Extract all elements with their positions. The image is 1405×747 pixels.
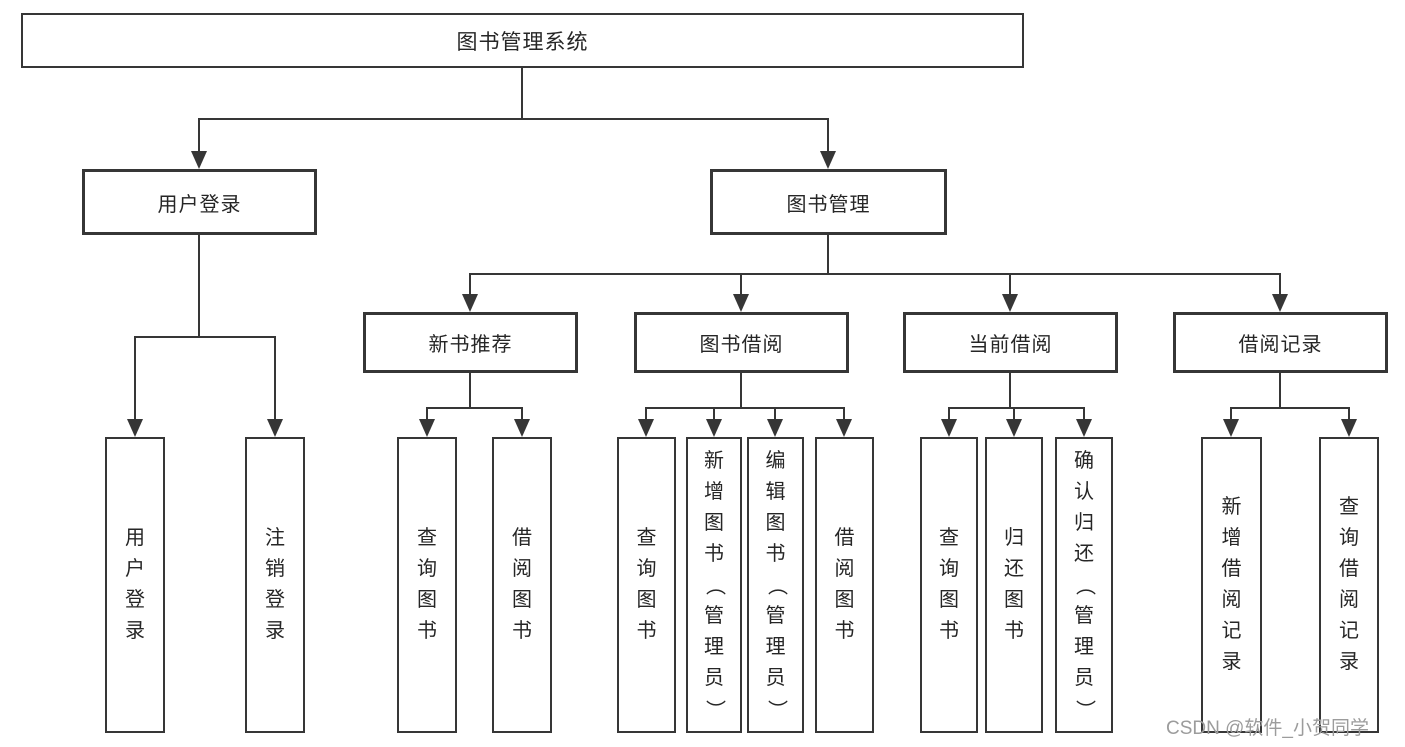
connector-g3-drop2	[1013, 407, 1015, 419]
leaf-borrow-books: 借阅图书	[815, 437, 874, 733]
node-book-borrowing: 图书借阅	[634, 312, 849, 373]
node-new-book-recommend: 新书推荐	[363, 312, 578, 373]
leaf-query-books-borrowing: 查询图书	[617, 437, 676, 733]
connector-g3-stem	[1009, 373, 1011, 407]
arrow-down-icon	[836, 419, 852, 437]
leaf-label: 查询借阅记录	[1339, 496, 1359, 673]
node-label: 用户登录	[157, 193, 242, 216]
leaf-query-books-current: 查询图书	[920, 437, 978, 733]
connector-g1-drop2	[521, 407, 523, 419]
connector-user-login-stem	[198, 235, 200, 336]
arrow-down-icon	[1002, 294, 1018, 312]
leaf-confirm-return-admin: 确认归还（管理员）	[1055, 437, 1113, 733]
leaf-edit-book-admin: 编辑图书（管理员）	[747, 437, 804, 733]
leaf-label: 查询图书	[636, 527, 657, 642]
connector-drop-borrow-records	[1279, 273, 1281, 294]
node-label: 图书管理	[786, 193, 871, 216]
node-label: 借阅记录	[1238, 334, 1323, 356]
arrow-down-icon	[462, 294, 478, 312]
connector-g2-drop4	[843, 407, 845, 419]
node-current-borrowing: 当前借阅	[903, 312, 1118, 373]
connector-g3-drop3	[1083, 407, 1085, 419]
leaf-label: 查询图书	[417, 527, 437, 642]
connector-g1-stem	[469, 373, 471, 407]
arrow-down-icon	[706, 419, 722, 437]
arrow-down-icon	[1076, 419, 1092, 437]
connector-g1-bus	[426, 407, 523, 409]
connector-g4-bus	[1230, 407, 1350, 409]
leaf-logout: 注销登录	[245, 437, 305, 733]
connector-root-bus	[198, 118, 829, 120]
node-label: 新书推荐	[428, 334, 513, 356]
connector-drop-new-book-rec	[469, 273, 471, 294]
arrow-down-icon	[267, 419, 283, 437]
leaf-label: 归还图书	[1004, 527, 1024, 642]
node-label: 图书借阅	[699, 334, 784, 356]
leaf-label: 借阅图书	[512, 527, 532, 642]
leaf-label: 借阅图书	[834, 527, 855, 642]
leaf-label: 新增图书（管理员）	[703, 449, 726, 720]
arrow-down-icon	[733, 294, 749, 312]
connector-g3-bus	[948, 407, 1085, 409]
connector-drop-current-borrow	[1009, 273, 1011, 294]
arrow-down-icon	[941, 419, 957, 437]
connector-g2-stem	[740, 373, 742, 407]
node-user-login: 用户登录	[82, 169, 317, 235]
leaf-label: 新增借阅记录	[1221, 496, 1242, 673]
connector-g1-drop1	[426, 407, 428, 419]
node-label: 图书管理系统	[456, 30, 589, 54]
watermark: CSDN @软件_小贺同学	[1166, 718, 1369, 739]
arrow-down-icon	[514, 419, 530, 437]
connector-g2-bus	[645, 407, 845, 409]
connector-g2-drop1	[645, 407, 647, 419]
arrow-down-icon	[1272, 294, 1288, 312]
connector-g4-stem	[1279, 373, 1281, 407]
leaf-add-book-admin: 新增图书（管理员）	[686, 437, 742, 733]
node-book-management: 图书管理	[710, 169, 947, 235]
arrow-down-icon	[419, 419, 435, 437]
node-borrowing-records: 借阅记录	[1173, 312, 1388, 373]
connector-drop-leaf-logout	[274, 336, 276, 419]
leaf-query-books-recommend: 查询图书	[397, 437, 457, 733]
arrow-down-icon	[1341, 419, 1357, 437]
connector-g4-drop1	[1230, 407, 1232, 419]
leaf-label: 注销登录	[265, 527, 285, 642]
connector-root-stem	[521, 68, 523, 118]
leaf-borrow-books-recommend: 借阅图书	[492, 437, 552, 733]
leaf-return-book: 归还图书	[985, 437, 1043, 733]
arrow-down-icon	[1223, 419, 1239, 437]
leaf-query-borrow-record: 查询借阅记录	[1319, 437, 1379, 733]
arrow-down-icon	[638, 419, 654, 437]
arrow-down-icon	[1006, 419, 1022, 437]
connector-user-login-bus	[134, 336, 276, 338]
node-label: 当前借阅	[968, 334, 1053, 356]
leaf-label: 查询图书	[939, 527, 959, 642]
node-library-management-system: 图书管理系统	[21, 13, 1024, 68]
connector-g2-drop3	[774, 407, 776, 419]
connector-drop-user-login	[198, 118, 200, 152]
connector-book-mgmt-stem	[827, 235, 829, 273]
arrow-down-icon	[127, 419, 143, 437]
connector-g4-drop2	[1348, 407, 1350, 419]
connector-g3-drop1	[948, 407, 950, 419]
connector-drop-book-mgmt	[827, 118, 829, 152]
leaf-label: 确认归还（管理员）	[1073, 449, 1096, 720]
connector-g2-drop2	[713, 407, 715, 419]
leaf-user-login: 用户登录	[105, 437, 165, 733]
connector-drop-leaf-user-login	[134, 336, 136, 419]
arrow-down-icon	[767, 419, 783, 437]
leaf-label: 编辑图书（管理员）	[765, 449, 787, 720]
arrow-down-icon	[191, 151, 207, 169]
connector-drop-book-borrow	[740, 273, 742, 294]
connector-book-mgmt-bus	[469, 273, 1281, 275]
leaf-add-borrow-record: 新增借阅记录	[1201, 437, 1262, 733]
arrow-down-icon	[820, 151, 836, 169]
leaf-label: 用户登录	[125, 527, 145, 642]
